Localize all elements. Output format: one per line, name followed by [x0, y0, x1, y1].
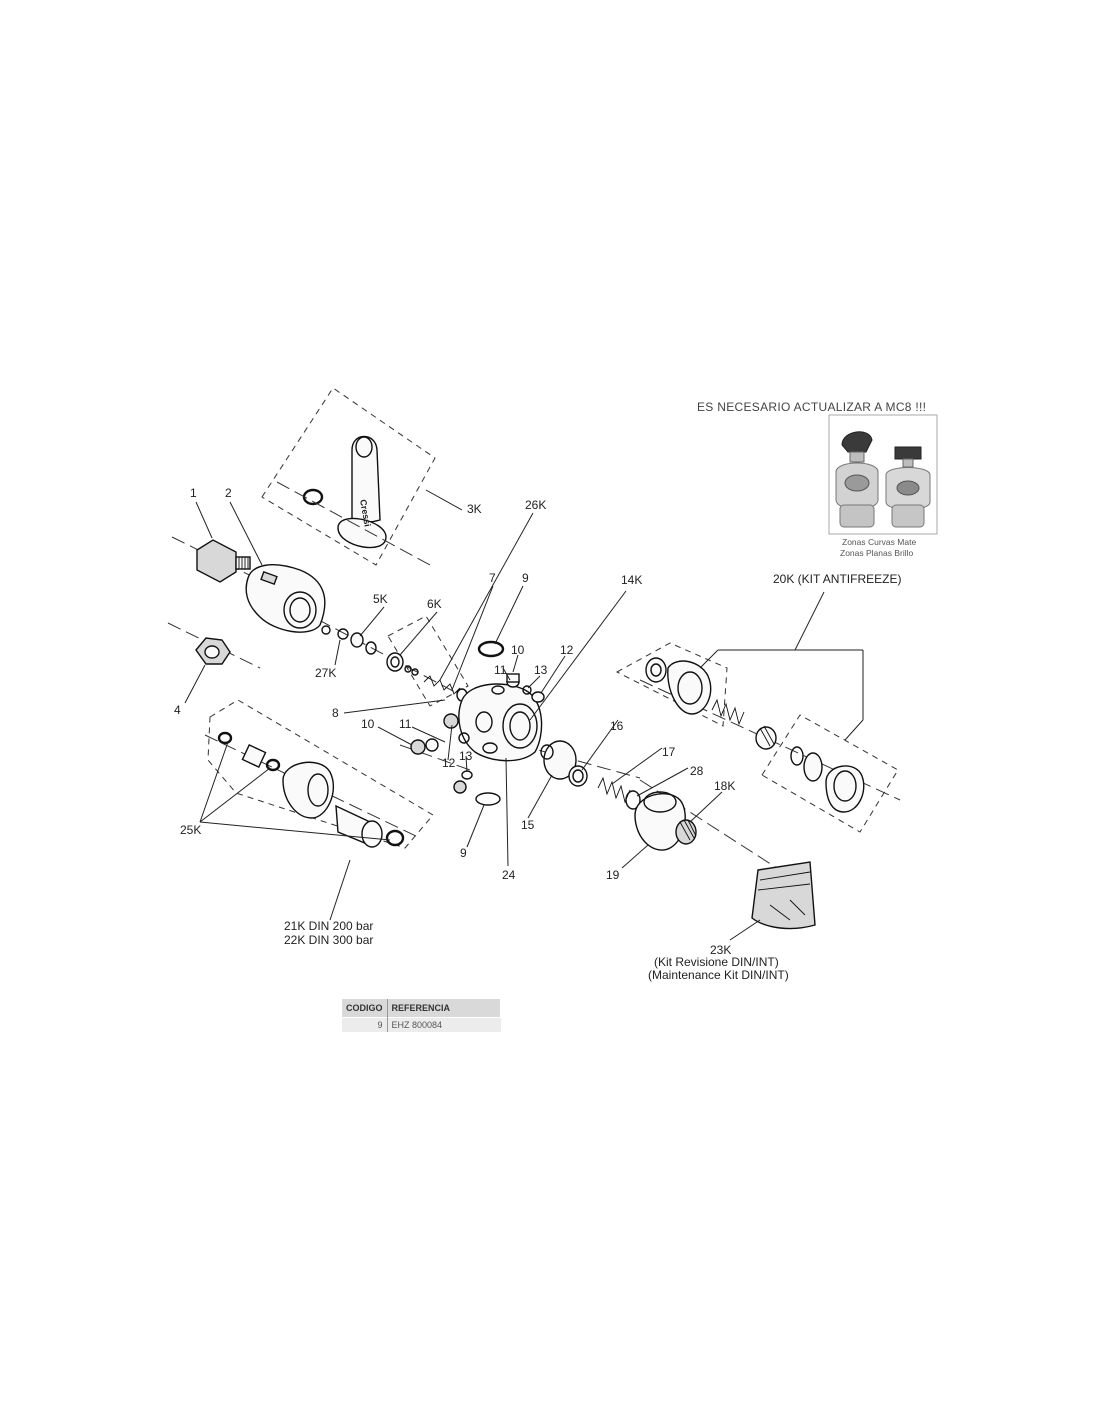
valve-6k — [386, 652, 419, 676]
nut-4 — [195, 637, 231, 665]
label-9-bottom: 9 — [460, 846, 467, 860]
seat-16 — [568, 765, 588, 787]
label-1: 1 — [190, 486, 197, 500]
label-28: 28 — [690, 764, 704, 778]
axis-main — [299, 609, 471, 701]
label-14k: 14K — [621, 573, 642, 587]
label-17: 17 — [662, 745, 676, 759]
cell-codigo: 9 — [342, 1017, 388, 1032]
mc8-photo-box — [828, 414, 938, 535]
label-24: 24 — [502, 868, 516, 882]
label-27k: 27K — [315, 666, 336, 680]
label-10-top: 10 — [511, 643, 525, 657]
leader-lines — [184, 489, 864, 941]
label-23k-en: (Maintenance Kit DIN/INT) — [648, 968, 789, 982]
label-3k: 3K — [467, 502, 482, 516]
label-11-top: 11 — [494, 663, 507, 677]
label-13-top: 13 — [534, 663, 548, 677]
adjuster-18k — [675, 819, 697, 845]
oring-28 — [625, 790, 641, 810]
label-23k: 23K — [710, 943, 731, 957]
label-18k: 18K — [714, 779, 735, 793]
label-16: 16 — [610, 719, 624, 733]
header-codigo: CODIGO — [342, 999, 388, 1018]
main-body-24 — [458, 683, 543, 762]
yoke-knob-3k: Cressi — [337, 435, 387, 549]
bonnet-19 — [634, 791, 686, 851]
label-6k: 6K — [427, 597, 442, 611]
oring-15 — [540, 744, 554, 760]
table-row: 9 EHZ 800084 — [342, 1017, 501, 1032]
table-header-row: CODIGO REFERENCIA — [342, 999, 502, 1018]
label-13-left: 13 — [459, 749, 473, 763]
antifreeze-right — [755, 725, 865, 813]
label-19: 19 — [606, 868, 620, 882]
svg-text:Cressi: Cressi — [358, 499, 373, 528]
yoke-2 — [245, 564, 326, 633]
reference-table: CODIGO REFERENCIA 9 EHZ 800084 — [342, 999, 502, 1032]
label-4: 4 — [174, 703, 181, 717]
small-orings-27k-5k — [321, 625, 377, 655]
label-10-left: 10 — [361, 717, 375, 731]
gasket-9-top — [477, 640, 505, 658]
label-11-left: 11 — [399, 717, 412, 731]
cell-referencia: EHZ 800084 — [387, 1017, 501, 1032]
kit-box-3k — [261, 387, 436, 566]
antifreeze-spring — [711, 698, 745, 726]
label-20k: 20K (KIT ANTIFREEZE) — [773, 572, 901, 586]
spring-17 — [597, 776, 631, 804]
din-connector-25k — [217, 731, 405, 848]
label-7: 7 — [489, 571, 496, 585]
label-25k: 25K — [180, 823, 201, 837]
spring-7 — [423, 675, 468, 702]
label-9-top: 9 — [522, 571, 529, 585]
header-referencia: REFERENCIA — [387, 999, 502, 1018]
diaphragm-15 — [543, 740, 577, 780]
label-8: 8 — [332, 706, 339, 720]
label-23k-it: (Kit Revisione DIN/INT) — [654, 955, 779, 969]
kit-box-20k-right — [761, 714, 899, 833]
kit-box-25k — [207, 699, 434, 849]
label-12-top: 12 — [560, 643, 574, 657]
port-plugs-left — [410, 713, 473, 794]
maintenance-kit-bag-23k — [751, 861, 816, 930]
axis-right-1 — [519, 744, 641, 779]
label-21k: 21K DIN 200 bar — [284, 919, 373, 933]
antifreeze-left-cap — [645, 657, 712, 715]
yoke-screw-1 — [196, 539, 251, 583]
photo-caption-1: Zonas Curvas Mate — [842, 537, 916, 547]
kit-box-6k — [387, 615, 469, 707]
gasket-9-bottom — [475, 792, 501, 806]
label-22k: 22K DIN 300 bar — [284, 933, 373, 947]
photo-caption-2: Zonas Planas Brillo — [840, 548, 914, 558]
label-2: 2 — [225, 486, 232, 500]
label-5k: 5K — [373, 592, 388, 606]
label-12-left: 12 — [442, 756, 456, 770]
label-15: 15 — [521, 818, 535, 832]
label-26k: 26K — [525, 498, 546, 512]
upgrade-notice: ES NECESARIO ACTUALIZAR A MC8 !!! — [697, 400, 926, 414]
